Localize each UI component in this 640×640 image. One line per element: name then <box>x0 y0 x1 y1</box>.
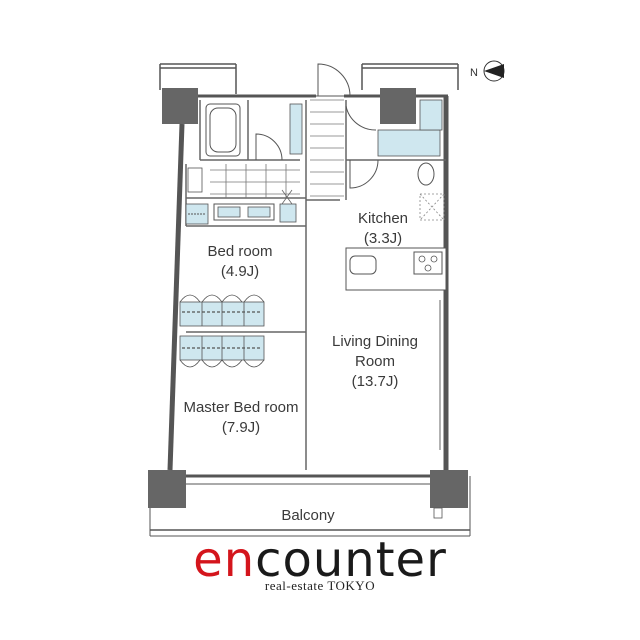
column-bottom-right <box>430 470 468 508</box>
entrance-door <box>316 63 351 97</box>
brand-tagline: real-estate TOKYO <box>264 578 376 593</box>
washer-box <box>279 203 297 223</box>
master-label: Master Bed room (7.9J) <box>176 398 306 438</box>
logo-accent: en <box>193 532 256 588</box>
column-top-right <box>380 88 416 124</box>
bathtub <box>205 103 241 157</box>
bedroom-label: Bed room (4.9J) <box>190 242 290 282</box>
balcony-name: Balcony <box>281 507 335 524</box>
closet-upper <box>179 294 265 327</box>
stove <box>413 251 443 275</box>
top-left-parapet <box>159 63 237 94</box>
fridge-space <box>419 193 445 221</box>
closet-door <box>345 105 377 131</box>
bedroom-size: (4.9J) <box>220 263 260 280</box>
kitchen-name: Kitchen <box>357 210 409 227</box>
toilet <box>417 162 435 186</box>
living-size: (13.7J) <box>351 373 399 390</box>
column-top-left <box>162 88 198 124</box>
living-name-line2: Room <box>354 353 395 370</box>
compass-label: N <box>470 67 478 79</box>
master-name: Master Bed room <box>183 399 299 416</box>
kitchen-label: Kitchen (3.3J) <box>340 209 426 249</box>
shoe-cabinet <box>289 103 303 155</box>
bedroom-name: Bed room <box>207 243 273 260</box>
toilet-room-fixture <box>377 129 441 157</box>
kitchen-counter <box>345 247 447 291</box>
outer-walls <box>167 94 449 485</box>
column-bottom-left <box>148 470 186 508</box>
compass: N <box>470 60 505 82</box>
master-size: (7.9J) <box>221 419 261 436</box>
toilet-door <box>349 159 379 189</box>
brand-logo: encounter <box>0 532 640 588</box>
living-name-line1: Living Dining <box>332 333 418 350</box>
logo-rest: counter <box>255 532 447 588</box>
top-right-parapet <box>361 63 459 90</box>
washroom-door <box>255 133 283 161</box>
kitchen-size: (3.3J) <box>363 230 403 247</box>
balcony-label: Balcony <box>258 506 358 526</box>
living-label: Living Dining Room (13.7J) <box>315 332 435 392</box>
balcony-area <box>149 476 471 537</box>
closet-lower <box>179 335 265 368</box>
kitchen-sink <box>349 255 377 275</box>
